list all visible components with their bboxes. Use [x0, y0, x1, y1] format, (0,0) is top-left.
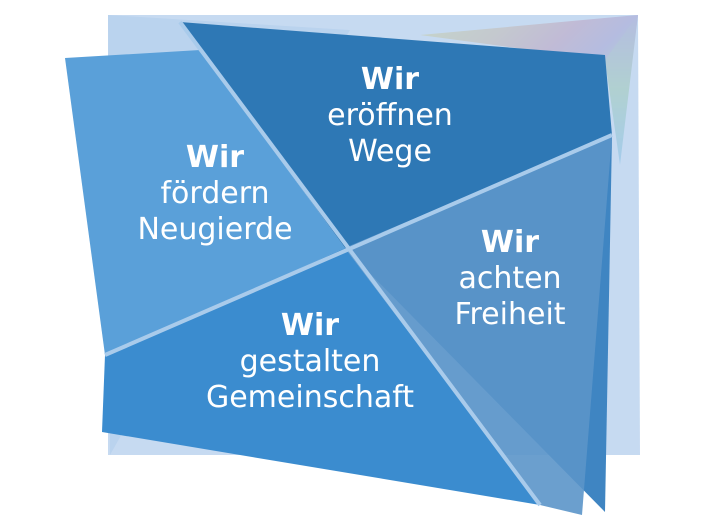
value-head: Wir	[360, 62, 420, 97]
sector-left	[65, 50, 345, 355]
sector-sliver	[345, 135, 612, 515]
value-label-gestalten: Wir gestalten Gemeinschaft	[180, 308, 440, 416]
divider-diagonal-1	[178, 20, 542, 507]
divider-diagonal-2	[104, 133, 613, 357]
value-label-eroeffnen: Wir eröffnen Wege	[285, 62, 495, 170]
sector-bottom	[102, 248, 540, 505]
value-line: gestalten	[239, 344, 381, 379]
value-head: Wir	[185, 140, 245, 175]
value-line: Gemeinschaft	[205, 380, 415, 415]
value-line: Wege	[348, 134, 432, 169]
sector-top	[180, 22, 612, 248]
value-line: eröffnen	[327, 98, 453, 133]
value-line: Neugierde	[137, 212, 293, 247]
value-line: Freiheit	[454, 297, 566, 332]
value-line: fördern	[160, 176, 270, 211]
value-head: Wir	[480, 225, 540, 260]
value-label-foerdern: Wir fördern Neugierde	[110, 140, 320, 248]
value-line: achten	[458, 261, 562, 296]
value-label-achten: Wir achten Freiheit	[405, 225, 615, 333]
value-head: Wir	[280, 308, 340, 343]
